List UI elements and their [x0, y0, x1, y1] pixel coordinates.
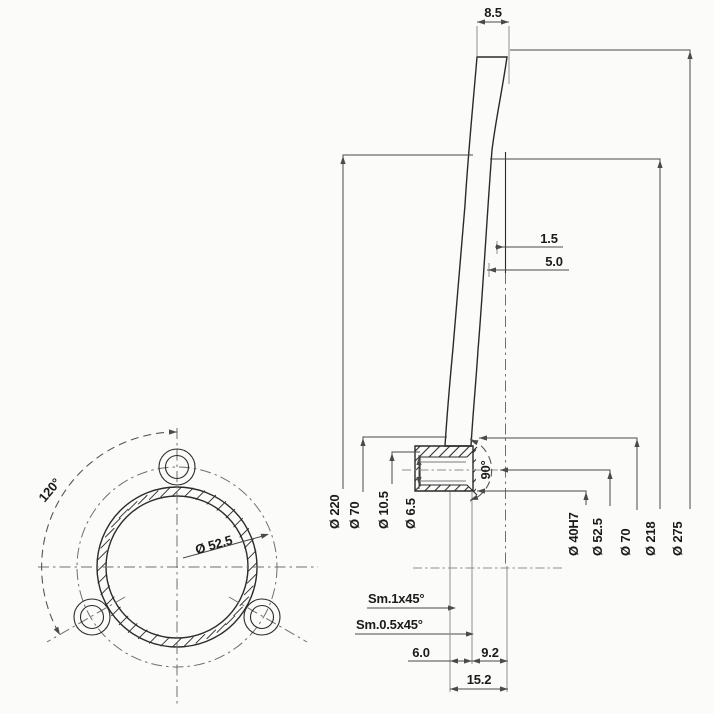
bolt-hole	[73, 598, 111, 636]
dim-15-2: 15.2	[467, 672, 492, 687]
flange-view	[38, 428, 318, 706]
hub-bore	[419, 456, 467, 486]
dimension-labels: 8.5 1.5 5.0 Ø 220 Ø 70 Ø 10.5 Ø 6.5 Ø 40…	[35, 5, 685, 687]
bolt-circle-leader	[182, 535, 264, 559]
dim-step-5-0: 5.0	[545, 254, 562, 269]
dim-dia-52-5-right: Ø 52.5	[590, 518, 605, 556]
dimension-arrows	[53, 19, 693, 692]
dim-step-1-5: 1.5	[540, 231, 557, 246]
dim-rim-thickness: 8.5	[484, 5, 501, 20]
hub-hatch	[415, 446, 476, 494]
radial-centerline-right	[228, 596, 308, 643]
dim-9-2: 9.2	[481, 645, 498, 660]
bolt-hole	[243, 598, 281, 636]
radial-centerline-left	[46, 596, 126, 643]
cone-section	[444, 56, 508, 447]
countersink-edges	[466, 446, 478, 496]
right-diameter-leaders	[477, 49, 691, 510]
dim-countersink-angle: 90°	[478, 460, 493, 479]
dim-dia-10-5: Ø 10.5	[376, 491, 391, 529]
dim-dia-70-right: Ø 70	[618, 529, 633, 556]
dim-6-0: 6.0	[412, 645, 429, 660]
section-view	[342, 21, 691, 692]
angle-arc-120	[41, 431, 178, 636]
dim-dia-218: Ø 218	[643, 522, 658, 556]
dim-dia-70-left: Ø 70	[347, 502, 362, 529]
dim-dia-6-5: Ø 6.5	[403, 498, 418, 529]
dim-dia-220: Ø 220	[327, 495, 342, 529]
countersink-arc	[469, 438, 493, 502]
dim-dia-40h7: Ø 40H7	[566, 512, 581, 556]
dim-dia-275: Ø 275	[670, 522, 685, 556]
chamfer-note-1: Sm.1x45°	[368, 591, 424, 606]
dim-bolt-circle-52-5: Ø 52.5	[194, 532, 234, 557]
ring-hatch-ticks	[96, 486, 258, 648]
chamfer-note-2: Sm.0.5x45°	[356, 617, 423, 632]
bolt-hole	[158, 448, 196, 486]
dim-bolt-angle-120: 120°	[35, 475, 63, 505]
